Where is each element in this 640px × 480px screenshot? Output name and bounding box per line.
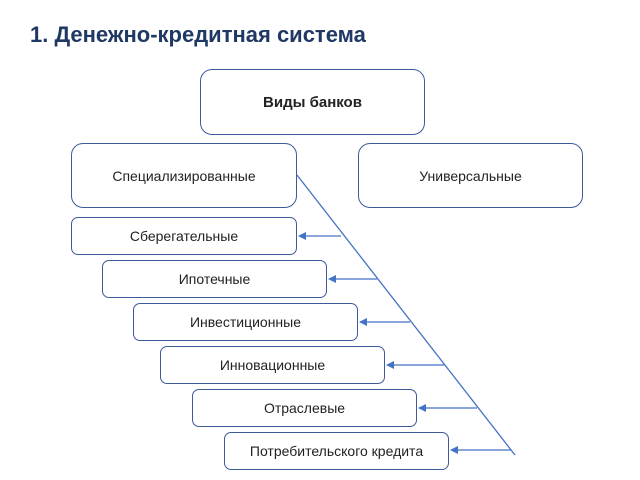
- type-node-label: Отраслевые: [263, 400, 346, 416]
- root-node-bank-types: Виды банков: [200, 69, 425, 135]
- root-node-label: Виды банков: [263, 93, 362, 111]
- diagonal-connector: [296, 174, 516, 456]
- type-node-label: Потребительского кредита: [249, 443, 424, 459]
- category-node-label: Универсальные: [419, 167, 522, 184]
- type-node-label: Инновационные: [219, 357, 326, 373]
- type-node-savings: Сберегательные: [71, 217, 297, 255]
- category-node-universal: Универсальные: [358, 143, 583, 208]
- type-node-consumer-credit: Потребительского кредита: [224, 432, 449, 470]
- type-node-label: Сберегательные: [129, 228, 239, 244]
- category-node-specialized: Специализированные: [71, 143, 297, 208]
- slide-title: 1. Денежно-кредитная система: [30, 22, 366, 47]
- type-node-label: Ипотечные: [178, 271, 251, 287]
- type-node-investment: Инвестиционные: [133, 303, 358, 341]
- type-node-label: Инвестиционные: [189, 314, 302, 330]
- type-node-innovation: Инновационные: [160, 346, 385, 384]
- type-node-mortgage: Ипотечные: [102, 260, 327, 298]
- category-node-label: Специализированные: [112, 167, 256, 184]
- type-node-sectoral: Отраслевые: [192, 389, 417, 427]
